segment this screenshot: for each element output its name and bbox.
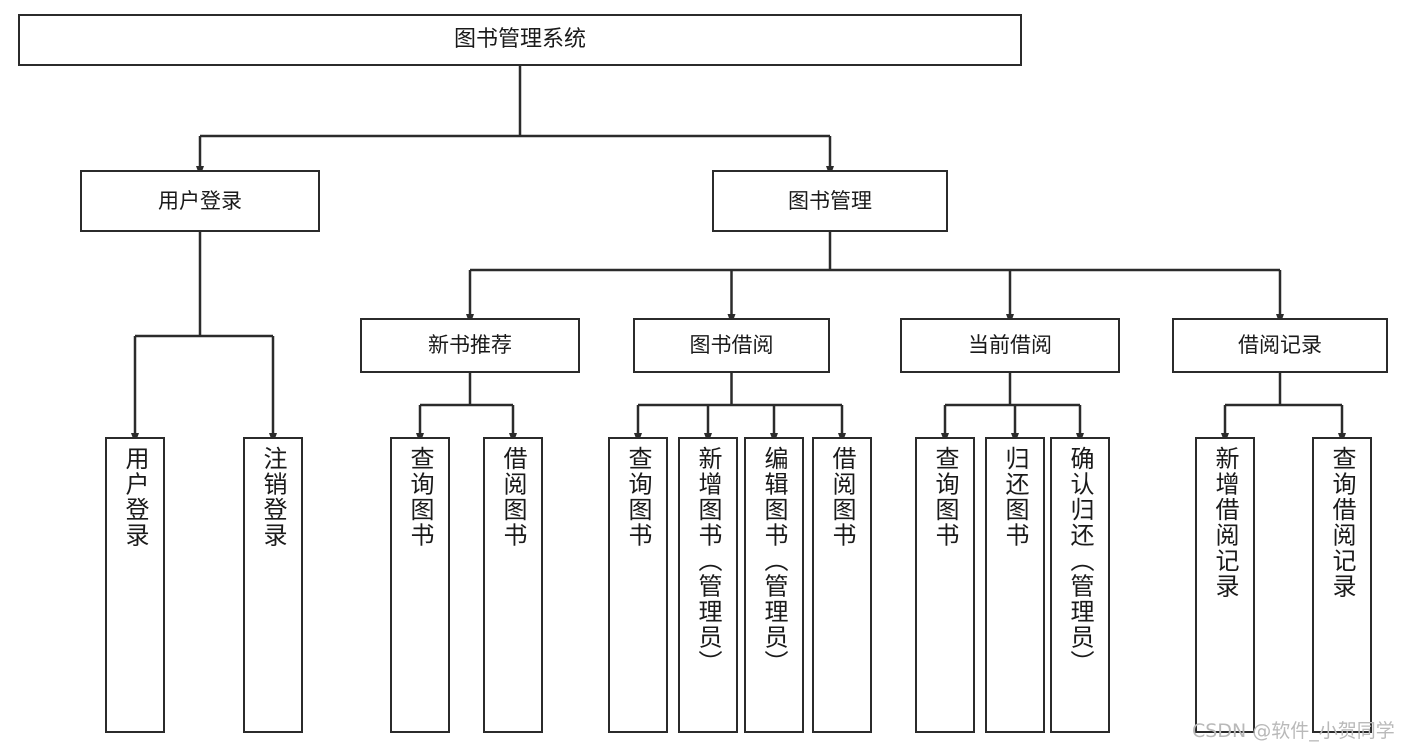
node-label: 查询图书 <box>406 446 434 548</box>
node-label: 图书管理系统 <box>453 27 586 53</box>
node-label: 编辑图书（管理员） <box>760 446 788 676</box>
node-leaf-logout: 注销登录 <box>243 437 303 733</box>
node-label: 注销登录 <box>259 446 287 548</box>
node-label: 确认归还（管理员） <box>1066 446 1094 676</box>
node-label: 图书管理 <box>788 188 872 213</box>
node-label: 新增借阅记录 <box>1211 446 1239 599</box>
node-bookmgmt: 图书管理 <box>712 170 948 232</box>
watermark: CSDN @软件_小贺同学 <box>1192 720 1395 742</box>
node-label: 用户登录 <box>121 446 149 548</box>
node-label: 查询图书 <box>931 446 959 548</box>
node-label: 用户登录 <box>158 188 242 213</box>
node-label: 查询图书 <box>624 446 652 548</box>
node-login: 用户登录 <box>80 170 320 232</box>
node-label: 图书借阅 <box>689 333 774 358</box>
node-label: 新书推荐 <box>428 333 512 358</box>
node-leaf-borrow2: 借阅图书 <box>812 437 872 733</box>
node-leaf-edit: 编辑图书（管理员） <box>744 437 804 733</box>
node-current: 当前借阅 <box>900 318 1120 373</box>
node-leaf-confirm: 确认归还（管理员） <box>1050 437 1110 733</box>
node-records: 借阅记录 <box>1172 318 1388 373</box>
node-label: 归还图书 <box>1001 446 1029 548</box>
node-label: 查询借阅记录 <box>1328 446 1356 599</box>
node-leaf-query2: 查询图书 <box>608 437 668 733</box>
node-leaf-return: 归还图书 <box>985 437 1045 733</box>
node-label: 新增图书（管理员） <box>694 446 722 676</box>
node-label: 借阅图书 <box>499 446 527 548</box>
node-newbooks: 新书推荐 <box>360 318 580 373</box>
node-leaf-qryrec: 查询借阅记录 <box>1312 437 1372 733</box>
node-leaf-add: 新增图书（管理员） <box>678 437 738 733</box>
node-leaf-addrec: 新增借阅记录 <box>1195 437 1255 733</box>
node-leaf-query1: 查询图书 <box>390 437 450 733</box>
node-leaf-login: 用户登录 <box>105 437 165 733</box>
node-label: 借阅记录 <box>1238 333 1322 358</box>
node-label: 借阅图书 <box>828 446 856 548</box>
node-leaf-query3: 查询图书 <box>915 437 975 733</box>
node-leaf-borrow1: 借阅图书 <box>483 437 543 733</box>
node-borrow: 图书借阅 <box>633 318 830 373</box>
node-root: 图书管理系统 <box>18 14 1022 66</box>
node-label: 当前借阅 <box>968 333 1052 358</box>
